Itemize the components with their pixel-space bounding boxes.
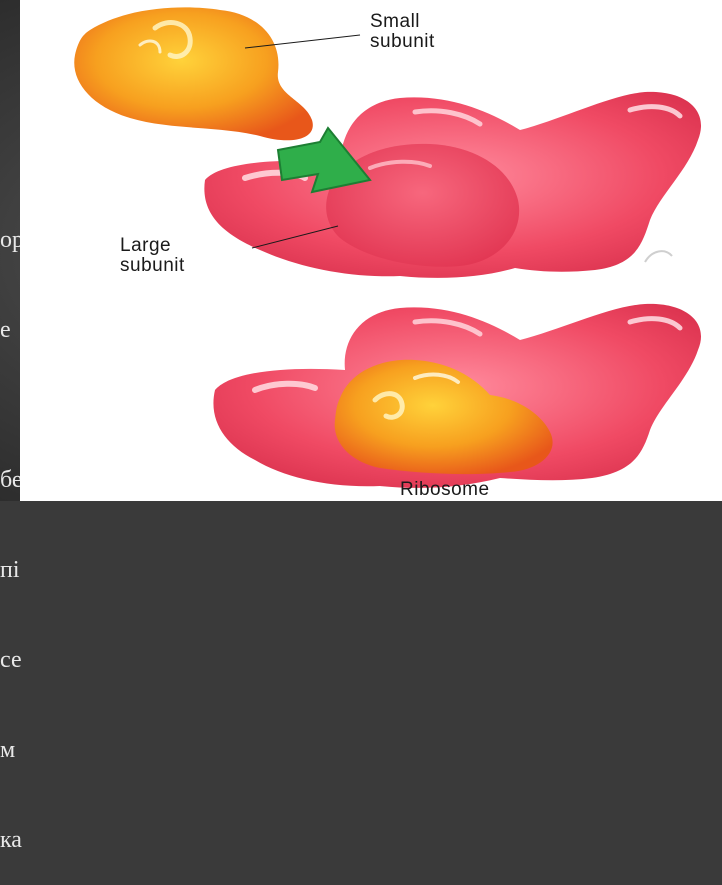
small-subunit-label-line1: Small	[370, 12, 520, 32]
smudge-mark	[645, 251, 672, 262]
ribosome-label: Ribosome	[400, 480, 560, 500]
ribosome-shape	[213, 304, 701, 488]
bg-text-line: се	[0, 645, 40, 675]
bg-text-line: ка	[0, 825, 40, 855]
large-subunit-label-line2: subunit	[120, 256, 270, 276]
small-subunit-label-line2: subunit	[370, 32, 520, 52]
large-subunit-label-line1: Large	[120, 236, 270, 256]
bg-text-line: пі	[0, 555, 40, 585]
ribosome-assembly-diagram: Small subunit Large subunit Ribosome	[20, 0, 722, 501]
small-subunit-shape	[74, 7, 313, 140]
large-subunit-label: Large subunit	[120, 236, 270, 276]
small-subunit-label: Small subunit	[370, 12, 520, 52]
bg-text-line: м	[0, 735, 40, 765]
